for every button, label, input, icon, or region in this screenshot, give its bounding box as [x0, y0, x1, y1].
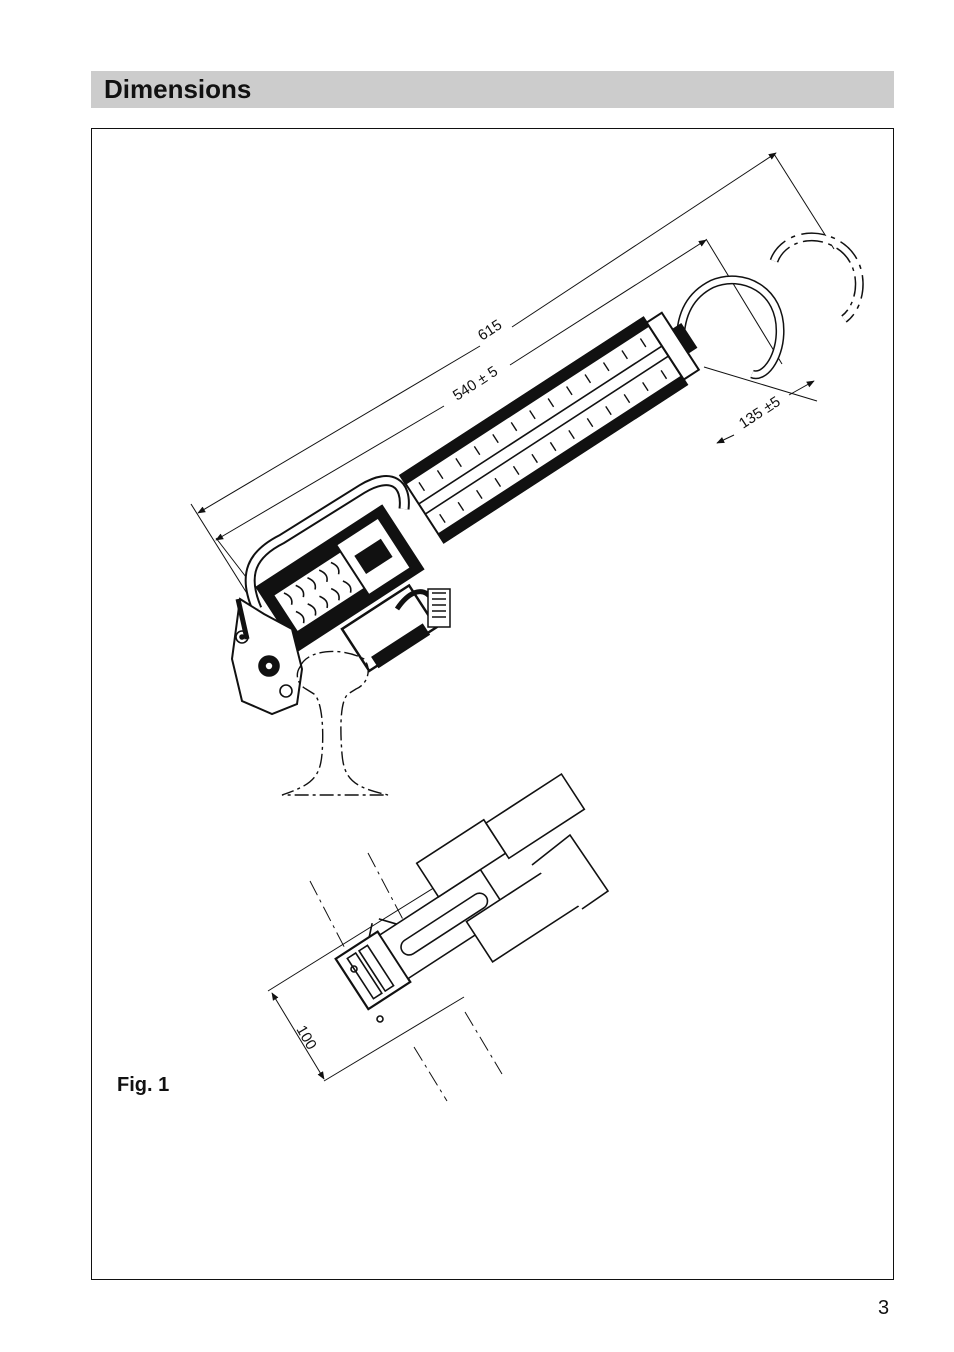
page-number: 3 — [878, 1297, 889, 1320]
section-header-bar: Dimensions — [91, 71, 894, 108]
figure-frame: 615 540 ± 5 135 ±5 100 Fig. 1 — [91, 128, 894, 1280]
figure-label: Fig. 1 — [117, 1074, 169, 1097]
dim-100-text: 100 — [293, 1023, 320, 1053]
dim-615-text: 615 — [475, 316, 505, 344]
section-title: Dimensions — [104, 74, 251, 105]
technical-drawing: 615 540 ± 5 135 ±5 100 — [92, 129, 895, 1281]
dim-540-text: 540 ± 5 — [450, 363, 501, 404]
dim-135-text: 135 ±5 — [736, 393, 784, 432]
tensioner-tool-drawing — [191, 153, 859, 795]
clamp-width-drawing — [268, 771, 627, 1101]
